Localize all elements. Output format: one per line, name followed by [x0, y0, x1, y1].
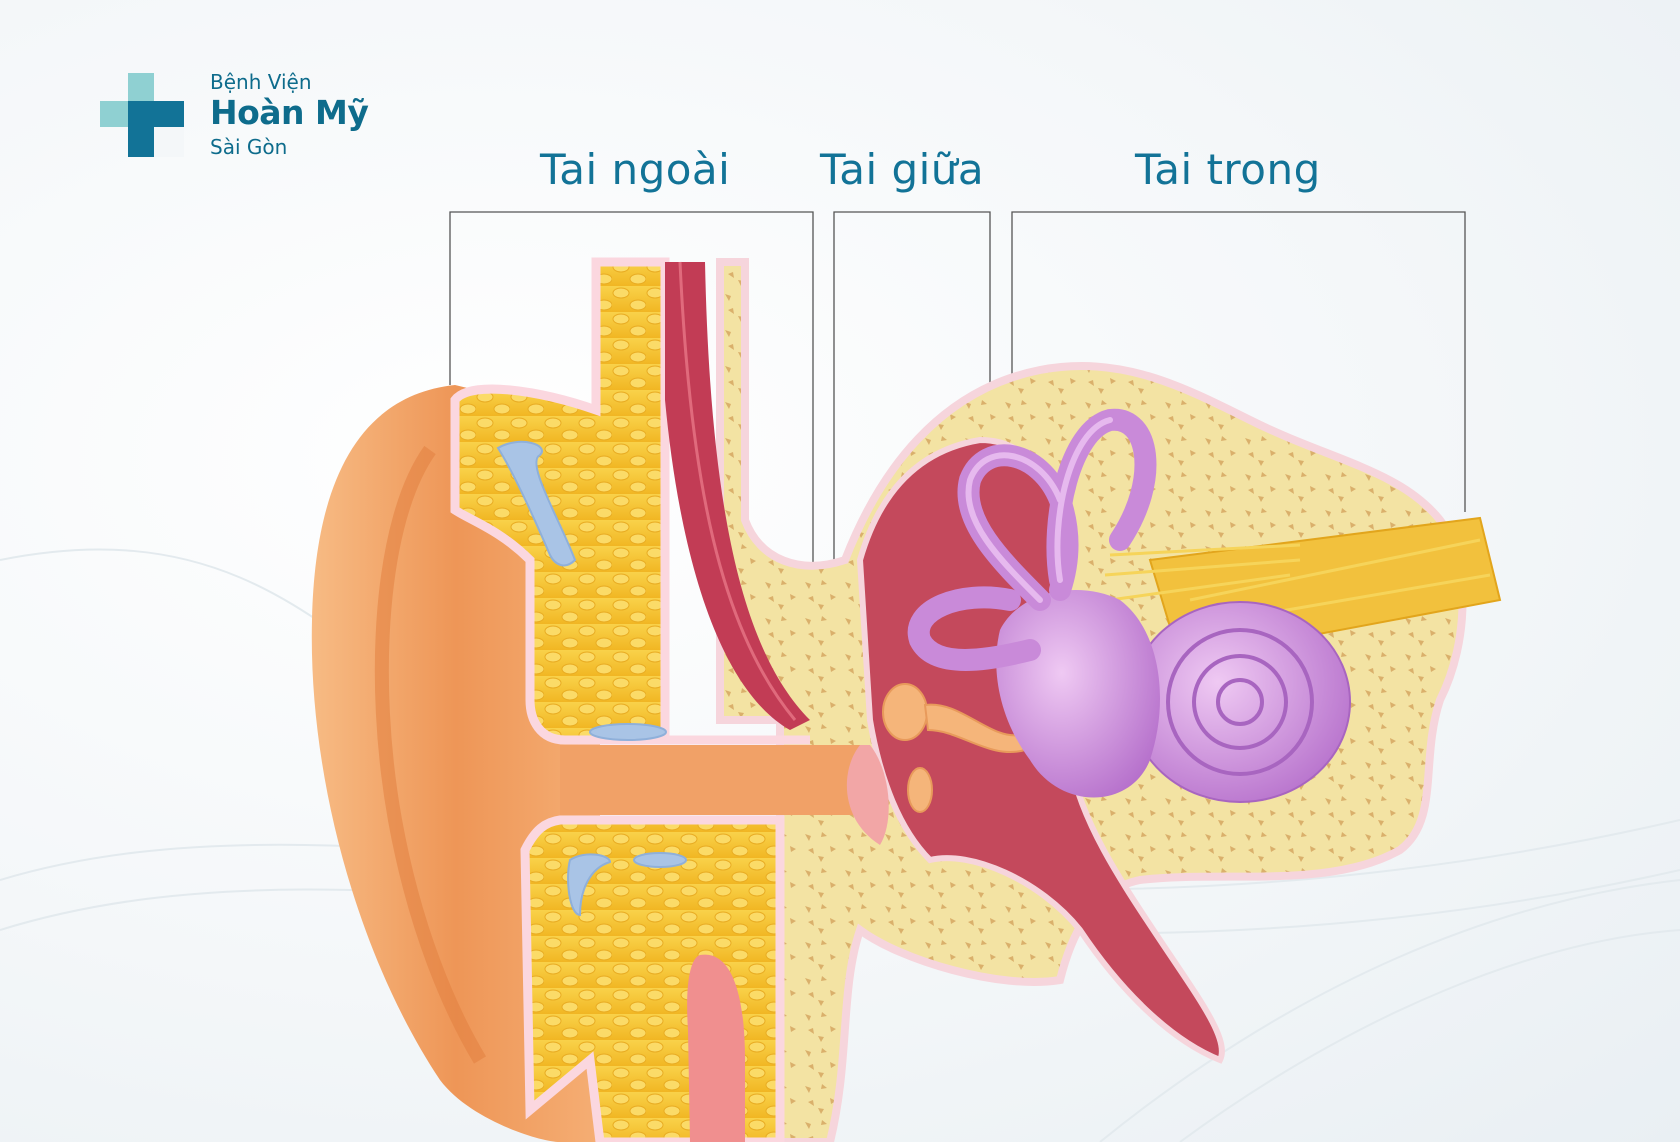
label-middle-ear: Tai giữa	[820, 145, 985, 194]
logo-line-2: Hoàn Mỹ	[210, 93, 369, 132]
fat-tissue-upper	[450, 257, 810, 745]
ear-canal	[560, 745, 870, 815]
label-inner-ear: Tai trong	[1135, 145, 1321, 194]
logo-line-1: Bệnh Viện	[210, 70, 312, 94]
label-outer-ear: Tai ngoài	[540, 145, 731, 194]
gland	[687, 954, 745, 1142]
medical-cross-icon	[100, 73, 184, 157]
logo-line-3: Sài Gòn	[210, 135, 288, 159]
muscle-strip	[665, 262, 810, 730]
eardrum	[846, 745, 889, 845]
hospital-logo: Bệnh Viện Hoàn Mỹ Sài Gòn	[100, 70, 390, 165]
